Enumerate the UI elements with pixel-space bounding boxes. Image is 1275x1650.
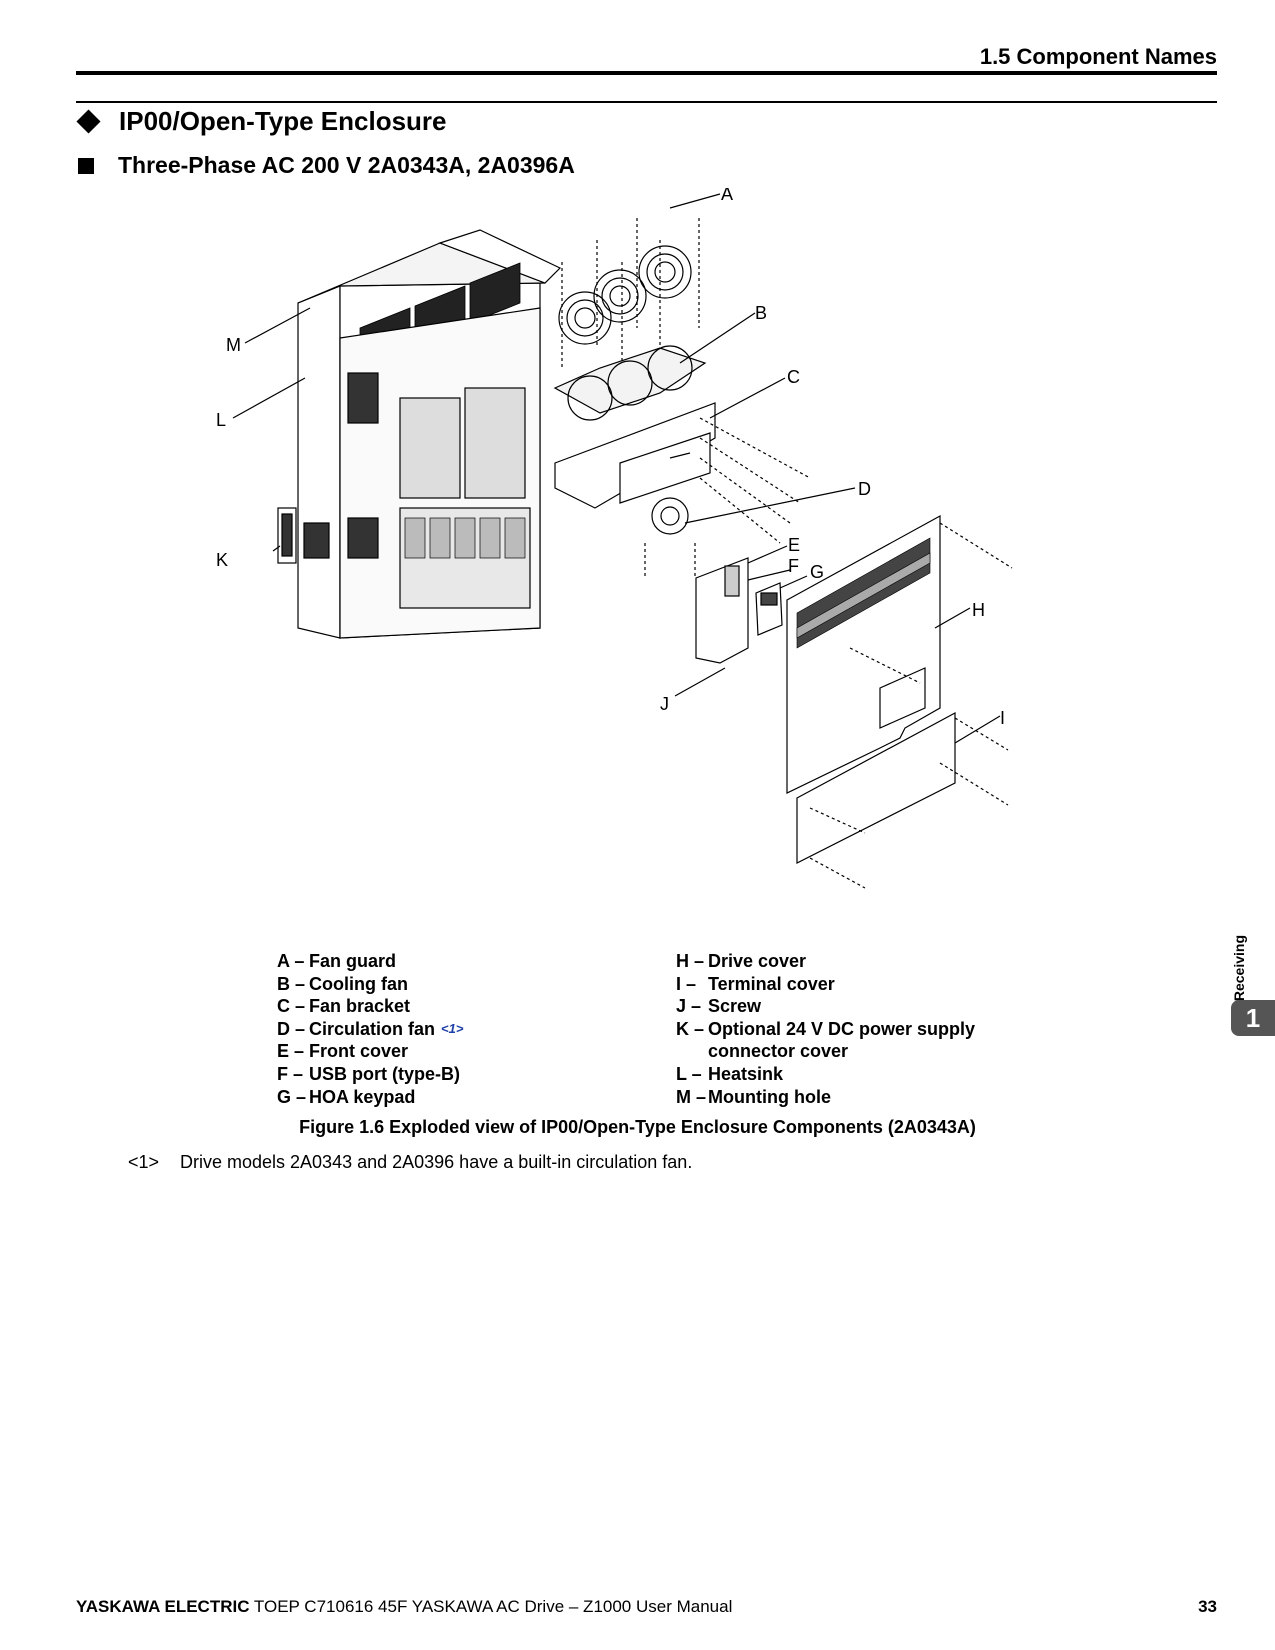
callout-e: E: [788, 535, 800, 555]
footer-doc-title: TOEP C710616 45F YASKAWA AC Drive – Z100…: [249, 1597, 733, 1616]
footer-brand: YASKAWA ELECTRIC: [76, 1597, 250, 1616]
side-tab-label: Receiving: [1231, 935, 1247, 1002]
callout-c: C: [787, 367, 800, 387]
legend-item: connector cover: [708, 1041, 849, 1062]
legend-item: J –Screw: [676, 996, 762, 1017]
callout-l: L: [216, 410, 226, 430]
chapter-tab: 1: [1231, 1000, 1275, 1036]
legend-item: B –Cooling fan: [277, 973, 408, 994]
callout-h: H: [972, 600, 985, 620]
legend-item: E –Front cover: [277, 1041, 409, 1062]
header-rule-thin: [76, 101, 1217, 103]
callout-k: K: [216, 550, 228, 570]
callout-a: A: [721, 188, 733, 204]
legend-item: C –Fan bracket: [277, 996, 411, 1017]
heading-1: IP00/Open-Type Enclosure: [76, 106, 447, 137]
footnote-ref-link[interactable]: <1>: [441, 1020, 464, 1036]
legend-left: A –Fan guard B –Cooling fan C –Fan brack…: [277, 950, 463, 1108]
legend-item: D –Circulation fan<1>: [277, 1018, 464, 1039]
legend-item: A –Fan guard: [277, 951, 397, 971]
callout-f: F: [788, 556, 799, 576]
callout-i: I: [1000, 708, 1005, 728]
legend-right: H –Drive cover I –Terminal cover J –Scre…: [676, 950, 975, 1108]
callout-d: D: [858, 479, 871, 499]
square-bullet-icon: [78, 157, 94, 174]
callout-j: J: [660, 694, 669, 714]
heading-1-text: IP00/Open-Type Enclosure: [119, 106, 447, 136]
legend-item: F –USB port (type-B): [277, 1063, 460, 1084]
legend-item: M –Mounting hole: [676, 1086, 831, 1107]
heading-2: Three-Phase AC 200 V 2A0343A, 2A0396A: [76, 152, 575, 179]
legend-item: G –HOA keypad: [277, 1086, 416, 1107]
footnote: <1> Drive models 2A0343 and 2A0396 have …: [128, 1152, 692, 1173]
legend-item: I –Terminal cover: [676, 973, 835, 994]
header-rule: [76, 71, 1217, 75]
section-header: 1.5 Component Names: [979, 44, 1217, 69]
heading-2-text: Three-Phase AC 200 V 2A0343A, 2A0396A: [118, 152, 575, 178]
exploded-view-figure: A B C D E F G H I J K L M: [216, 188, 1013, 889]
footer-doc-info: YASKAWA ELECTRIC TOEP C710616 45F YASKAW…: [76, 1597, 732, 1617]
callout-b: B: [755, 303, 767, 323]
diamond-bullet-icon: [76, 109, 101, 134]
footnote-mark: <1>: [128, 1152, 160, 1172]
page-number: 33: [1198, 1597, 1217, 1616]
legend-item: L –Heatsink: [676, 1063, 784, 1084]
legend-item: H –Drive cover: [676, 951, 807, 971]
legend-item: K –Optional 24 V DC power supply: [676, 1018, 976, 1039]
figure-caption: Figure 1.6 Exploded view of IP00/Open-Ty…: [299, 1117, 976, 1137]
callout-m: M: [226, 335, 241, 355]
callout-g: G: [810, 562, 824, 582]
footnote-text: Drive models 2A0343 and 2A0396 have a bu…: [180, 1152, 693, 1172]
